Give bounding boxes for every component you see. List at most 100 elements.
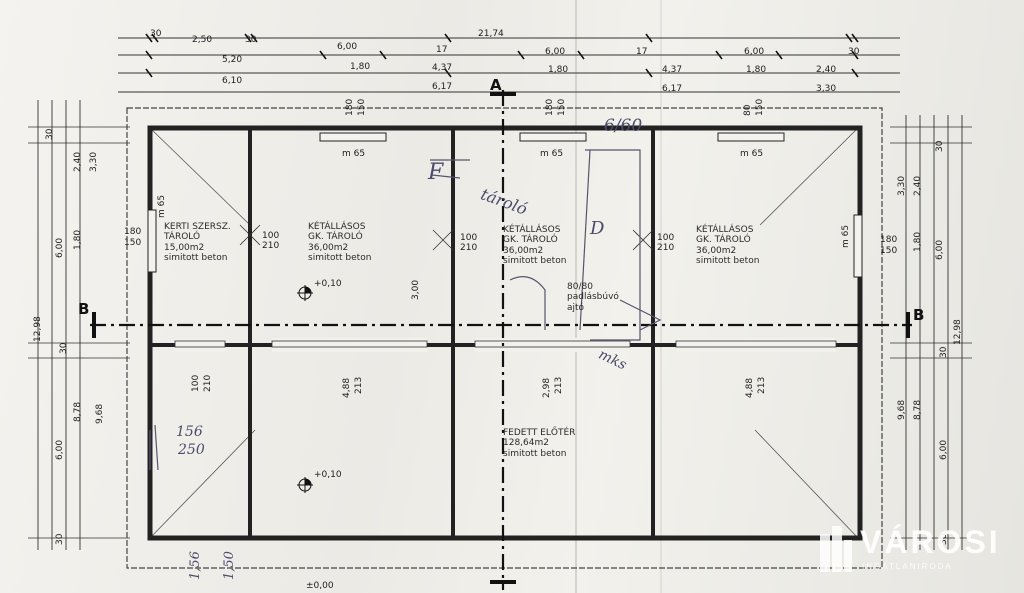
room-finish: simitott beton — [308, 253, 372, 264]
room-label-garage-3: KÉTÁLLÁSOS GK. TÁROLÓ 36,00m2 simitott b… — [696, 225, 759, 266]
room-area: 36,00m2 — [503, 245, 544, 256]
window-label: m 65 — [342, 149, 366, 159]
section-mark-b-left: B — [78, 300, 90, 318]
handwritten-note: D — [590, 218, 605, 239]
room-area: 36,00m2 — [696, 245, 737, 256]
attic-hatch-name: padlásbúvó — [567, 292, 619, 303]
dimension-ticks — [145, 33, 859, 78]
attic-hatch-size: 80/80 — [567, 282, 593, 292]
door-label-w: 100 — [460, 233, 478, 243]
room-name-line2: GK. TÁROLÓ — [308, 232, 363, 243]
building-icon — [820, 526, 852, 572]
dim-left-30a: 30 — [45, 128, 55, 140]
window-label: m 65 — [740, 149, 764, 159]
garage-door-openings — [175, 338, 836, 352]
garage-door-height: 213 — [757, 376, 767, 394]
section-markers — [92, 92, 910, 584]
room-name: KÉTÁLLÁSOS — [308, 222, 366, 232]
win-mark-150c: 150 — [755, 98, 765, 116]
outer-walls — [147, 125, 863, 541]
dim-right-968: 9,68 — [897, 399, 907, 420]
dim-top-250: 2,50 — [192, 35, 213, 45]
dim-row3-330: 3,30 — [816, 84, 837, 94]
dim-left-878: 8,78 — [73, 401, 83, 422]
door-label-h: 210 — [262, 241, 280, 251]
room-finish: simitott beton — [164, 253, 228, 264]
level-label: +0,10 — [314, 279, 342, 289]
room-area: 128,64m2 — [503, 438, 549, 449]
dim-right-878: 8,78 — [913, 399, 923, 420]
dim-left-600b: 6,00 — [55, 439, 65, 460]
dim-left-180: 1,80 — [73, 229, 83, 250]
dim-top-17b: 17 — [636, 47, 648, 57]
section-mark-b-right: B — [913, 306, 925, 324]
dim-right-1298: 12,98 — [953, 319, 963, 345]
dim-right-180: 1,80 — [913, 231, 923, 252]
dim-top-600b: 6,00 — [545, 47, 566, 57]
dim-row2-437b: 4,37 — [662, 65, 683, 75]
dim-top-600c: 6,00 — [744, 47, 765, 57]
dim-right-240: 2,40 — [913, 175, 923, 196]
dim-row2-437a: 4,37 — [432, 63, 453, 73]
dim-left-240: 2,40 — [73, 151, 83, 172]
room-finish: simitott beton — [696, 256, 760, 267]
paper-fold — [575, 0, 577, 593]
win-mark-150b: 150 — [557, 98, 567, 116]
opening-180-left: 180 — [124, 227, 142, 237]
room-label-covered-porch: FEDETT ELŐTÉR 128,64m2 simitott beton — [503, 428, 575, 459]
opening-150-left: 150 — [124, 238, 142, 248]
dim-right-30a: 30 — [935, 140, 945, 152]
room-finish: simitott beton — [503, 256, 567, 267]
dim-top-600a: 6,00 — [337, 42, 358, 52]
dim-left-30b: 30 — [59, 342, 69, 354]
dim-row3-617b: 6,17 — [662, 84, 683, 94]
win-mark-180a: 180 — [345, 98, 355, 116]
handwritten-note: 6/60 — [604, 116, 643, 136]
dim-row3-617a: 6,17 — [432, 82, 453, 92]
garage-door-width: 4,88 — [745, 377, 755, 398]
interior-walls — [150, 128, 860, 538]
door-label-w: 100 — [262, 231, 280, 241]
dim-right-600b: 6,00 — [939, 439, 949, 460]
dim-left-330: 3,30 — [89, 151, 99, 172]
room-name: KERTI SZERSZ. — [164, 222, 231, 232]
window-label: m 65 — [157, 194, 167, 218]
dim-top-total: 21,74 — [478, 29, 504, 39]
interior-dim-300: 3,00 — [411, 279, 421, 300]
room-name: KÉTÁLLÁSOS — [503, 225, 561, 235]
door-label-w: 100 — [657, 233, 675, 243]
win-mark-80: 80 — [743, 104, 753, 116]
dim-right-330: 3,30 — [897, 175, 907, 196]
paper-fold — [660, 0, 662, 593]
garage-door-width: 4,88 — [342, 377, 352, 398]
door-label-h: 210 — [460, 243, 478, 253]
agency-watermark: VÁROSI INGATLANIRODA — [816, 520, 1016, 575]
handwritten-note: 250 — [178, 442, 205, 458]
dim-right-30b: 30 — [939, 346, 949, 358]
dim-row2-180c: 1,80 — [746, 65, 767, 75]
room-area: 36,00m2 — [308, 242, 349, 253]
level-markers — [297, 285, 313, 493]
win-mark-150a: 150 — [357, 98, 367, 116]
room-name-line2: GK. TÁROLÓ — [503, 235, 558, 246]
side-dimension-cross-lines — [28, 126, 972, 539]
room-label-tool-storage: KERTI SZERSZ. TÁROLÓ 15,00m2 simitott be… — [164, 222, 231, 263]
dim-top-17a: 17 — [436, 45, 448, 55]
dim-left-968: 9,68 — [95, 403, 105, 424]
door-label-h: 210 — [203, 374, 213, 392]
level-label: +0,10 — [314, 470, 342, 480]
door-symbols — [239, 224, 654, 251]
dim-row2-520: 5,20 — [222, 55, 243, 65]
handwritten-note: 1,50 — [222, 551, 237, 580]
door-label-h: 210 — [657, 243, 675, 253]
dim-left-30c: 30 — [55, 533, 65, 545]
attic-hatch-type: ajtó — [567, 302, 585, 313]
room-area: 15,00m2 — [164, 242, 205, 253]
opening-180-right: 180 — [880, 235, 898, 245]
dim-row2-240: 2,40 — [816, 65, 837, 75]
dim-top-30: 30 — [150, 29, 162, 39]
handwritten-note: 156 — [176, 424, 203, 440]
